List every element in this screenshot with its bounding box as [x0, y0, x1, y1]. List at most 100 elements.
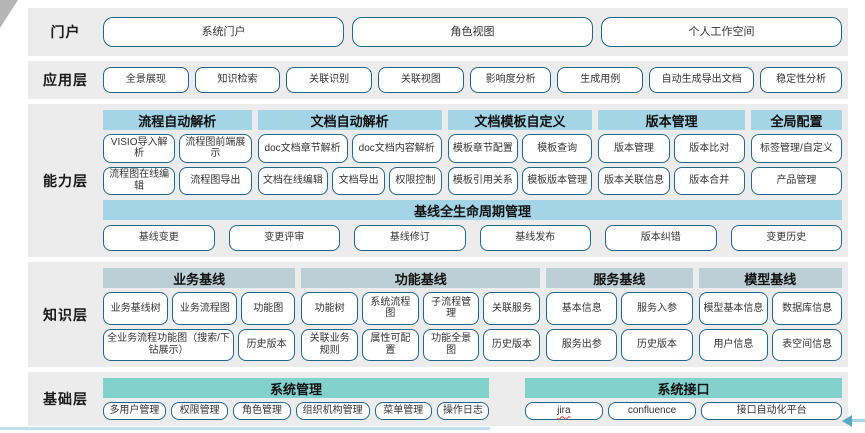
box-business-baseline-tree: 业务基线树	[103, 292, 169, 325]
box-baseline-change: 基线变更	[103, 225, 215, 251]
box-history-version: 历史版本	[621, 328, 693, 361]
group-global-config: 全局配置 标签管理/自定义 产品管理	[750, 110, 842, 195]
group-service-baseline: 服务基线 基本信息 服务入参 服务出参 历史版本	[546, 268, 693, 361]
box-template-query: 模板查询	[522, 134, 593, 163]
box-user-info: 用户信息	[698, 328, 769, 361]
box-related-business-rules: 关联业务规则	[301, 328, 358, 361]
box-function-tree: 功能树	[301, 292, 358, 325]
group-doc-template-custom: 文档模板自定义 模板章节配置 模板查询 模板引用关系 模板版本管理	[447, 110, 593, 195]
arrow-left-icon	[842, 415, 852, 427]
box-baseline-release: 基线发布	[479, 225, 591, 251]
box-flowchart-export: 流程图导出	[179, 166, 252, 195]
box-generate-usecase: 生成用例	[557, 67, 644, 93]
box-org-structure-mgmt: 组织机构管理	[295, 402, 370, 420]
jira-label: jira	[557, 405, 571, 417]
box-relation-identify: 关联识别	[286, 67, 373, 93]
box-impact-analysis: 影响度分析	[469, 67, 552, 93]
box-attribute-configurable: 属性可配置	[361, 328, 419, 361]
foundation-layer-content: 系统管理 多用户管理 权限管理 角色管理 组织机构管理 菜单管理 操作日志 系统…	[103, 372, 848, 426]
group-version-mgmt: 版本管理 版本管理 版本比对 版本关联信息 版本合并	[598, 110, 745, 195]
box-version-compare: 版本比对	[673, 134, 745, 163]
group-header: 流程自动解析	[103, 110, 252, 130]
group-header: 系统接口	[524, 378, 842, 398]
box-function-diagram: 功能图	[241, 292, 296, 325]
group-header: 系统管理	[103, 378, 489, 398]
portal-layer-band: 门户 系统门户 角色视图 个人工作空间	[28, 8, 848, 56]
box-change-review: 变更评审	[228, 225, 340, 251]
knowledge-layer-content: 业务基线 业务基线树 业务流程图 功能图 全业务流程功能图（搜索/下钻展示） 历…	[103, 262, 848, 367]
box-menu-mgmt: 菜单管理	[374, 402, 432, 420]
capability-layer-content: 流程自动解析 VISIO导入解析 流程图前端展示 流程图在线编辑 流程图导出 文…	[103, 104, 848, 257]
group-header: 版本管理	[598, 110, 745, 130]
box-system-portal: 系统门户	[103, 17, 344, 47]
application-layer-label: 应用层	[43, 72, 88, 88]
group-header: 文档模板自定义	[447, 110, 593, 130]
box-doc-chapter-parse: doc文档章节解析	[257, 134, 348, 163]
group-function-baseline: 功能基线 功能树 系统流程图 子流程管理 关联服务 关联业务规则 属性可配置 功…	[301, 268, 541, 361]
box-template-reference-relation: 模板引用关系	[447, 166, 519, 195]
baseline-lifecycle-header: 基线全生命周期管理	[103, 200, 842, 220]
capability-layer-label: 能力层	[43, 172, 88, 189]
box-service-output-params: 服务出参	[546, 328, 618, 361]
box-template-chapter-config: 模板章节配置	[447, 134, 519, 163]
group-header: 模型基线	[698, 268, 842, 288]
box-related-services: 关联服务	[483, 292, 541, 325]
portal-layer-content: 系统门户 角色视图 个人工作空间	[103, 8, 848, 56]
box-flowchart-online-edit: 流程图在线编辑	[103, 166, 176, 195]
box-subprocess-mgmt: 子流程管理	[422, 292, 480, 325]
baseline-lifecycle-row: 基线变更 变更评审 基线修订 基线发布 版本纠错 变更历史	[103, 225, 842, 251]
application-layer-content: 全景展现 知识检索 关联识别 关联视图 影响度分析 生成用例 自动生成导出文档 …	[103, 61, 848, 99]
box-history-version: 历史版本	[238, 328, 296, 361]
box-version-merge: 版本合并	[673, 166, 745, 195]
group-header: 全局配置	[750, 110, 842, 130]
arrow-line	[851, 419, 865, 422]
box-personal-workspace: 个人工作空间	[601, 17, 842, 47]
foundation-layer-band: 基础层 系统管理 多用户管理 权限管理 角色管理 组织机构管理 菜单管理 操作日…	[28, 372, 848, 426]
group-doc-auto-parse: 文档自动解析 doc文档章节解析 doc文档内容解析 文档在线编辑 文档导出 权…	[257, 110, 442, 195]
group-header: 文档自动解析	[257, 110, 442, 130]
group-header: 功能基线	[301, 268, 541, 288]
portal-layer-label: 门户	[50, 24, 81, 40]
box-visio-import-parse: VISIO导入解析	[103, 134, 176, 163]
box-baseline-revision: 基线修订	[354, 225, 466, 251]
box-panorama-display: 全景展现	[103, 67, 189, 93]
foundation-layer-label: 基础层	[43, 391, 88, 407]
knowledge-layer-band: 知识层 业务基线 业务基线树 业务流程图 功能图 全业务流程功能图（搜索/下钻展…	[28, 262, 848, 367]
group-model-baseline: 模型基线 模型基本信息 数据库信息 用户信息 表空间信息	[698, 268, 842, 361]
box-service-input-params: 服务入参	[621, 292, 693, 325]
box-auto-export-doc: 自动生成导出文档	[649, 67, 755, 93]
box-function-panorama: 功能全景图	[422, 328, 480, 361]
application-layer-band: 应用层 全景展现 知识检索 关联识别 关联视图 影响度分析 生成用例 自动生成导…	[28, 61, 848, 99]
group-process-auto-parse: 流程自动解析 VISIO导入解析 流程图前端展示 流程图在线编辑 流程图导出	[103, 110, 252, 195]
box-product-mgmt: 产品管理	[750, 166, 842, 195]
group-header: 服务基线	[546, 268, 693, 288]
box-role-mgmt: 角色管理	[233, 402, 291, 420]
box-doc-export: 文档导出	[332, 166, 385, 195]
box-business-flowchart: 业务流程图	[172, 292, 238, 325]
corner-ribbon-decoration	[0, 0, 18, 28]
group-system-mgmt: 系统管理 多用户管理 权限管理 角色管理 组织机构管理 菜单管理 操作日志	[103, 378, 489, 420]
box-full-business-flow-function-map: 全业务流程功能图（搜索/下钻展示）	[103, 328, 234, 361]
box-history-version: 历史版本	[483, 328, 541, 361]
box-jira: jira	[524, 402, 603, 420]
knowledge-layer-label: 知识层	[43, 306, 88, 323]
box-version-mgmt: 版本管理	[598, 134, 670, 163]
box-flowchart-frontend-display: 流程图前端展示	[179, 134, 252, 163]
group-system-interface: 系统接口 jira confluence 接口自动化平台	[524, 378, 843, 420]
group-business-baseline: 业务基线 业务基线树 业务流程图 功能图 全业务流程功能图（搜索/下钻展示） 历…	[103, 268, 296, 361]
box-model-basic-info: 模型基本信息	[698, 292, 769, 325]
group-header: 业务基线	[103, 268, 296, 288]
bottom-accent-line	[0, 427, 490, 430]
box-confluence: confluence	[607, 402, 697, 420]
capability-groups: 流程自动解析 VISIO导入解析 流程图前端展示 流程图在线编辑 流程图导出 文…	[103, 110, 842, 195]
box-database-info: 数据库信息	[772, 292, 842, 325]
box-system-flowchart: 系统流程图	[361, 292, 419, 325]
box-relation-view: 关联视图	[378, 67, 464, 93]
box-template-version-mgmt: 模板版本管理	[522, 166, 593, 195]
box-stability-analysis: 稳定性分析	[760, 67, 842, 93]
box-interface-automation-platform: 接口自动化平台	[701, 402, 843, 420]
box-role-view: 角色视图	[352, 17, 593, 47]
box-tag-mgmt-custom: 标签管理/自定义	[750, 134, 842, 163]
box-doc-online-edit: 文档在线编辑	[257, 166, 329, 195]
